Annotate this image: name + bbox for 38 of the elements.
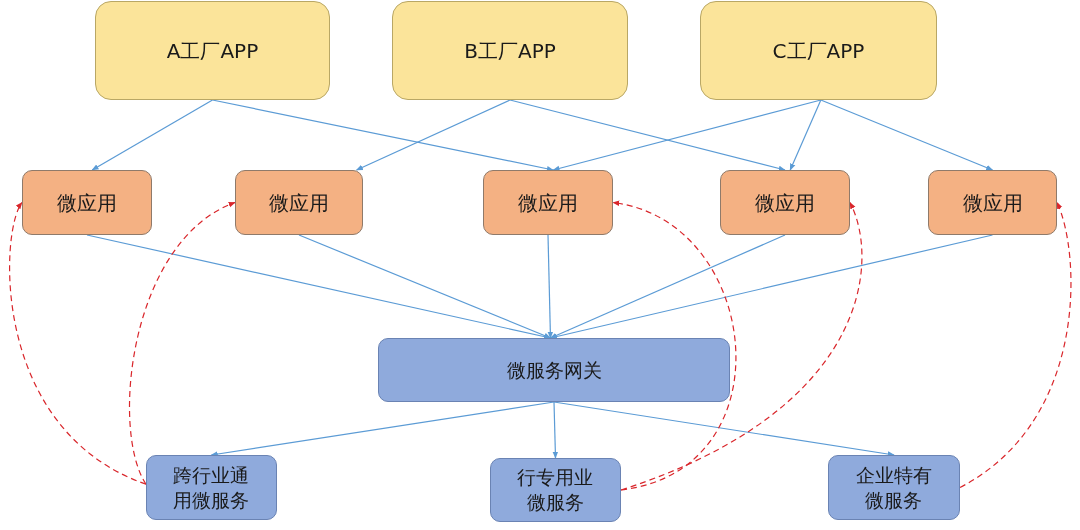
node-label: 跨行业通用微服务 <box>172 462 251 513</box>
node-label: 微应用 <box>755 189 815 216</box>
node-label: B工厂APP <box>464 37 556 64</box>
micro-app-box <box>235 170 363 235</box>
dashed-arrow <box>129 201 236 485</box>
node-label: 微应用 <box>962 189 1023 216</box>
micro-app-box <box>483 170 613 235</box>
micro-app-box <box>928 170 1057 235</box>
node-label: 微应用 <box>269 189 329 216</box>
arrow <box>355 99 511 171</box>
node-label: 行专用业微服务 <box>516 465 595 515</box>
node-label: 微应用 <box>518 189 578 216</box>
app-box <box>700 1 937 100</box>
micro-app-box <box>22 170 152 235</box>
dashed-arrow <box>959 201 1072 489</box>
node-label: 企业特有微服务 <box>855 462 933 513</box>
arrow <box>509 99 786 172</box>
dashed-arrow <box>9 201 147 485</box>
app-box <box>392 1 628 100</box>
arrow <box>547 234 554 339</box>
arrow <box>789 99 822 171</box>
micro-app-box <box>720 170 850 235</box>
service-box <box>378 338 730 402</box>
app-box <box>95 1 330 100</box>
arrow <box>820 99 994 171</box>
dashed-arrow <box>620 201 863 491</box>
arrow <box>552 99 822 172</box>
arrow <box>298 234 552 339</box>
node-label: C工厂APP <box>772 37 865 64</box>
node-label: 微服务网关 <box>506 357 602 383</box>
node-label: A工厂APP <box>166 37 259 64</box>
node-label: 微应用 <box>57 189 117 216</box>
arrow <box>91 99 214 171</box>
service-box <box>490 458 621 522</box>
dashed-arrow <box>612 201 737 491</box>
service-box <box>146 455 277 520</box>
arrow <box>552 401 559 459</box>
service-box <box>828 455 960 520</box>
